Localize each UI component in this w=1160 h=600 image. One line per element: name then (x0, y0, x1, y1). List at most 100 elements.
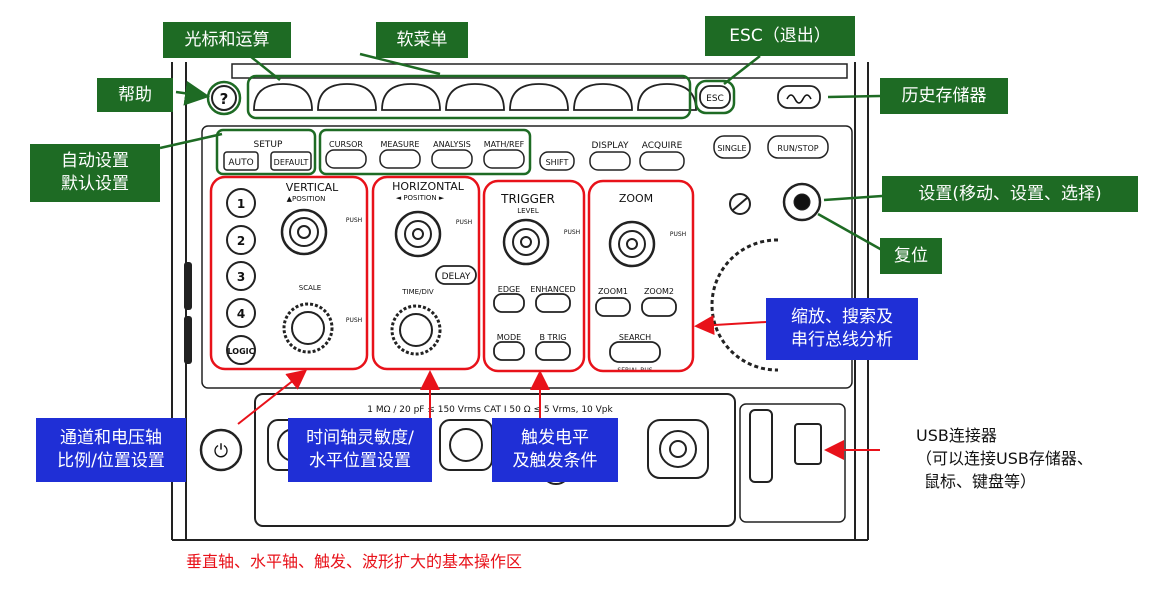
analysis-button[interactable] (431, 149, 473, 169)
runstop-button[interactable] (767, 135, 829, 159)
power-icon: ⏻ (214, 441, 228, 462)
power-button[interactable] (199, 428, 243, 472)
shift-button[interactable] (539, 151, 575, 171)
vertical-line-1: 通道和电压轴 (59, 428, 162, 449)
zoom2-label: ZOOM2 (644, 287, 674, 296)
soft-key-5[interactable] (509, 83, 569, 111)
esc-callout: ESC（退出） (705, 16, 855, 56)
auto-default-line-1: 自动设置 (61, 151, 129, 172)
help-callout: 帮助 (97, 78, 173, 112)
logic-label: LOGIC (227, 347, 254, 356)
soft-key-3[interactable] (381, 83, 441, 111)
edge-button[interactable] (493, 293, 525, 313)
acquire-button[interactable] (639, 151, 685, 171)
help-button[interactable] (211, 85, 237, 111)
zoom2-button[interactable] (641, 297, 677, 317)
history-callout: 历史存储器 (880, 78, 1008, 114)
help-key-label: ? (220, 90, 229, 108)
channel-1-button[interactable] (226, 188, 256, 218)
history-waveform-icon (786, 94, 812, 104)
enhanced-button[interactable] (535, 293, 571, 313)
single-label: SINGLE (717, 144, 746, 153)
shift-label: SHIFT (546, 158, 569, 167)
channel-4-button[interactable] (226, 298, 256, 328)
analysis-label: ANALYSIS (433, 140, 471, 149)
trigger-callout: 触发电平 及触发条件 (492, 418, 618, 482)
cursor-button[interactable] (325, 149, 367, 169)
green-leaders (159, 52, 883, 252)
trigger-line-2: 及触发条件 (512, 451, 598, 471)
vertical-title: VERTICAL (286, 181, 339, 194)
usb-line-2: （可以连接USB存储器、 (916, 449, 1093, 469)
btrig-button[interactable] (535, 341, 571, 361)
display-label: DISPLAY (592, 141, 629, 151)
input-warning-label: 1 MΩ / 20 pF ≤ 150 Vrms CAT I 50 Ω ≤ 5 V… (367, 405, 613, 415)
trigger-level-knob[interactable] (502, 218, 550, 266)
usb-line-1: USB连接器 (916, 426, 997, 445)
horizontal-position-label: ◄ POSITION ► (396, 194, 445, 202)
channel-2-button[interactable] (226, 225, 256, 255)
vertical-callout: 通道和电压轴 比例/位置设置 (36, 418, 186, 482)
vertical-scale-label: SCALE (299, 284, 321, 292)
left-rail (184, 262, 192, 364)
delay-button[interactable] (435, 265, 477, 285)
vertical-position-label: ▲POSITION (287, 195, 326, 203)
single-button[interactable] (713, 135, 751, 159)
zoom-search-line-1: 缩放、搜索及 (791, 307, 893, 328)
delay-label: DELAY (442, 272, 471, 282)
soft-key-1[interactable] (253, 83, 313, 111)
soft-menu-callout: 软菜单 (376, 22, 468, 58)
search-label: SEARCH (619, 333, 651, 342)
soft-key-4[interactable] (445, 83, 505, 111)
mathref-label: MATH/REF (484, 140, 525, 149)
usb-port[interactable] (794, 423, 822, 465)
channel-4-label: 4 (237, 307, 245, 321)
horizontal-push-label: PUSH (456, 219, 472, 226)
red-leaders (237, 315, 880, 460)
logic-button[interactable] (226, 335, 256, 365)
channel-3-button[interactable] (226, 261, 256, 291)
edge-label: EDGE (498, 285, 520, 294)
reset-callout: 复位 (880, 238, 942, 274)
soft-key-2[interactable] (317, 83, 377, 111)
trigger-title: TRIGGER (500, 192, 555, 206)
timediv-knob[interactable] (390, 304, 442, 356)
esc-button[interactable] (699, 85, 731, 109)
mode-button[interactable] (493, 341, 525, 361)
horizontal-callout: 时间轴灵敏度/ 水平位置设置 (288, 418, 432, 482)
soft-key-7[interactable] (637, 83, 697, 111)
vertical-position-knob[interactable] (280, 208, 328, 256)
usb-line-3: 鼠标、键盘等） (924, 472, 1037, 492)
esc-key-label: ESC (706, 94, 724, 104)
display-button[interactable] (589, 151, 631, 171)
mathref-button[interactable] (483, 149, 525, 169)
channel-3-label: 3 (237, 270, 245, 284)
cursor-math-callout: 光标和运算 (163, 22, 291, 58)
acquire-label: ACQUIRE (642, 141, 683, 151)
search-button[interactable] (609, 341, 661, 363)
default-label: DEFAULT (274, 158, 309, 167)
horizontal-line-1: 时间轴灵敏度/ (306, 428, 414, 449)
history-button[interactable] (777, 85, 821, 109)
default-button[interactable] (270, 151, 312, 171)
horizontal-line-2: 水平位置设置 (308, 451, 411, 471)
vertical-scale-knob[interactable] (282, 302, 334, 354)
setup-label: SETUP (254, 140, 283, 150)
auto-label: AUTO (228, 158, 253, 168)
vertical-scale-push-label: PUSH (346, 317, 362, 324)
runstop-label: RUN/STOP (777, 144, 818, 153)
horizontal-position-knob[interactable] (394, 210, 442, 258)
vertical-line-2: 比例/位置设置 (57, 451, 165, 471)
measure-button[interactable] (379, 149, 421, 169)
zoom-push-label: PUSH (670, 231, 686, 238)
zoom1-button[interactable] (595, 297, 631, 317)
enhanced-label: ENHANCED (530, 285, 575, 294)
auto-button[interactable] (223, 151, 259, 171)
zoom-knob[interactable] (608, 220, 656, 268)
zoom-search-line-2: 串行总线分析 (791, 330, 893, 350)
trigger-level-label: LEVEL (517, 207, 539, 215)
soft-key-6[interactable] (573, 83, 633, 111)
zoom1-label: ZOOM1 (598, 287, 628, 296)
zoom-title: ZOOM (619, 192, 653, 205)
red-frames (209, 175, 695, 373)
